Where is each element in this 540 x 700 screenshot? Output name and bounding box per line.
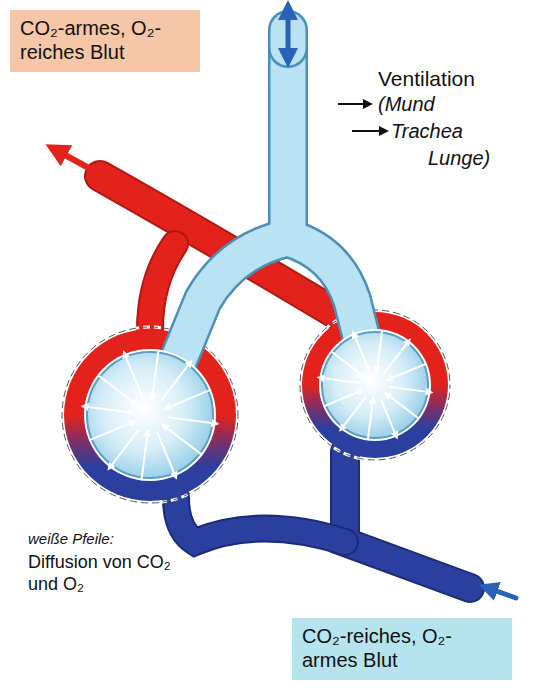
capillary-ring <box>62 310 450 503</box>
diffusion-arrow <box>387 394 419 418</box>
blood-label-box: CO₂-armes, O₂-reiches Blut <box>10 10 200 72</box>
diffusion-arrow <box>125 354 143 398</box>
diffusion-arrow <box>368 400 373 440</box>
diffusion-arrow <box>354 334 369 371</box>
diffusion-arrow <box>110 429 139 467</box>
diffusion-arrow <box>168 417 216 423</box>
diffusion-arrow <box>157 432 175 476</box>
diffusion-arrow <box>324 391 361 406</box>
diffusion-arrow <box>390 387 430 392</box>
box-text: CO₂-reiches, O₂-armes Blut <box>302 624 502 672</box>
vein-vessel <box>176 452 516 598</box>
sequence-arrow <box>338 103 368 105</box>
annotation-label: (Mund <box>378 92 435 116</box>
diffusion-arrow <box>389 364 426 379</box>
blood-label-box: CO₂-reiches, O₂-armes Blut <box>292 618 512 680</box>
diffusion-arrow <box>152 350 158 398</box>
diffusion-arrow <box>164 426 202 455</box>
diffusion-arrow <box>320 378 360 383</box>
alveolus <box>84 329 431 481</box>
annotation-label: weiße Pfeile: <box>28 530 114 548</box>
ventilation-arrow <box>286 10 291 58</box>
annotation-label: Lunge) <box>428 146 490 170</box>
box-text: CO₂-armes, O₂-reiches Blut <box>20 16 190 64</box>
diffusion-arrow <box>98 375 136 404</box>
sequence-arrow <box>352 130 384 132</box>
diffusion-arrow <box>89 422 133 440</box>
diffusion-arrow <box>377 330 382 370</box>
diffusion-arrow <box>384 341 408 373</box>
annotation-label: Trachea <box>391 119 463 143</box>
diffusion-arrows <box>85 330 430 480</box>
annotation-label: Diffusion von CO₂ und O₂ <box>28 552 178 595</box>
diffusion-arrow <box>342 397 366 429</box>
diffusion-arrow <box>381 399 396 436</box>
diffusion-arrow <box>167 390 211 408</box>
diffusion-arrow <box>85 406 133 412</box>
annotation-label: Ventilation <box>378 66 475 91</box>
diffusion-arrow <box>141 433 147 481</box>
diffusion-arrow <box>161 363 190 401</box>
diffusion-arrow <box>331 352 363 376</box>
